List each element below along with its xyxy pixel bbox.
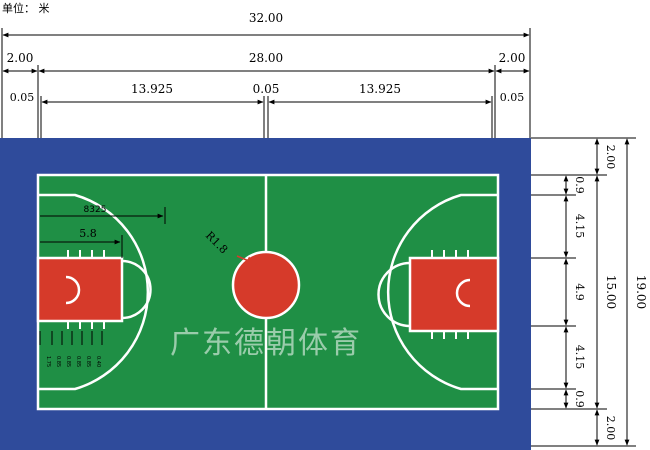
top-dimensions: 32.00 2.00 28.00 2.00 0.05 13.925 0.05 1… xyxy=(1,11,531,138)
left-margin-label: 2.00 xyxy=(7,51,34,65)
center-circle xyxy=(231,250,301,320)
inner-width-label: 28.00 xyxy=(249,51,283,65)
right-half-label: 13.925 xyxy=(359,82,401,96)
key-length-label: 5.8 xyxy=(79,227,97,240)
left-restricted-arc xyxy=(65,275,81,305)
seg-3-label: 4.9 xyxy=(573,283,586,301)
bottom-margin-label: 2.00 xyxy=(604,416,617,441)
left-free-throw-circle xyxy=(121,259,152,320)
right-three-point-line xyxy=(386,193,498,391)
seg-1-label: 0.9 xyxy=(573,176,586,194)
seg-2-label: 4.15 xyxy=(573,214,586,239)
lane-spacing-5: 0.85 xyxy=(85,356,91,367)
left-half-label: 13.925 xyxy=(131,82,173,96)
right-dimensions: 0.9 4.15 4.9 4.15 0.9 2.00 15.00 2.00 19… xyxy=(531,137,648,447)
radius-arrow xyxy=(236,255,257,265)
lane-spacing-1: 1.75 xyxy=(45,356,51,367)
right-restricted-arc xyxy=(455,278,471,308)
lane-spacing-ticks xyxy=(39,331,103,345)
three-point-distance-label: 8325 xyxy=(84,205,107,215)
left-line-label: 0.05 xyxy=(10,91,35,104)
seg-4-label: 4.15 xyxy=(573,345,586,370)
right-margin-label: 2.00 xyxy=(499,51,526,65)
total-length-label: 19.00 xyxy=(634,275,648,309)
right-key xyxy=(408,256,500,333)
total-width-label: 32.00 xyxy=(249,11,283,25)
inner-length-label: 15.00 xyxy=(604,275,618,309)
court-annotations: 8325 5.8 1.75 0.85 0.85 0.85 0.85 0.40 R… xyxy=(39,205,257,367)
lane-spacing-6: 0.40 xyxy=(95,356,101,367)
right-line-label: 0.05 xyxy=(500,91,525,104)
basketball-court xyxy=(0,138,531,450)
unit-label: 单位： 米 xyxy=(2,1,50,15)
seg-5-label: 0.9 xyxy=(573,390,586,408)
top-margin-label: 2.00 xyxy=(604,145,617,170)
left-three-point-line xyxy=(38,193,150,391)
lane-spacing-3: 0.85 xyxy=(65,356,71,367)
lane-spacing-2: 0.85 xyxy=(55,356,61,367)
watermark-text: 广东德朝体育 xyxy=(170,326,362,361)
center-line-label: 0.05 xyxy=(253,82,280,96)
left-lane-marks xyxy=(67,250,105,329)
right-lane-marks xyxy=(431,250,469,339)
lane-spacing-4: 0.85 xyxy=(75,356,81,367)
right-free-throw-circle xyxy=(377,261,411,328)
